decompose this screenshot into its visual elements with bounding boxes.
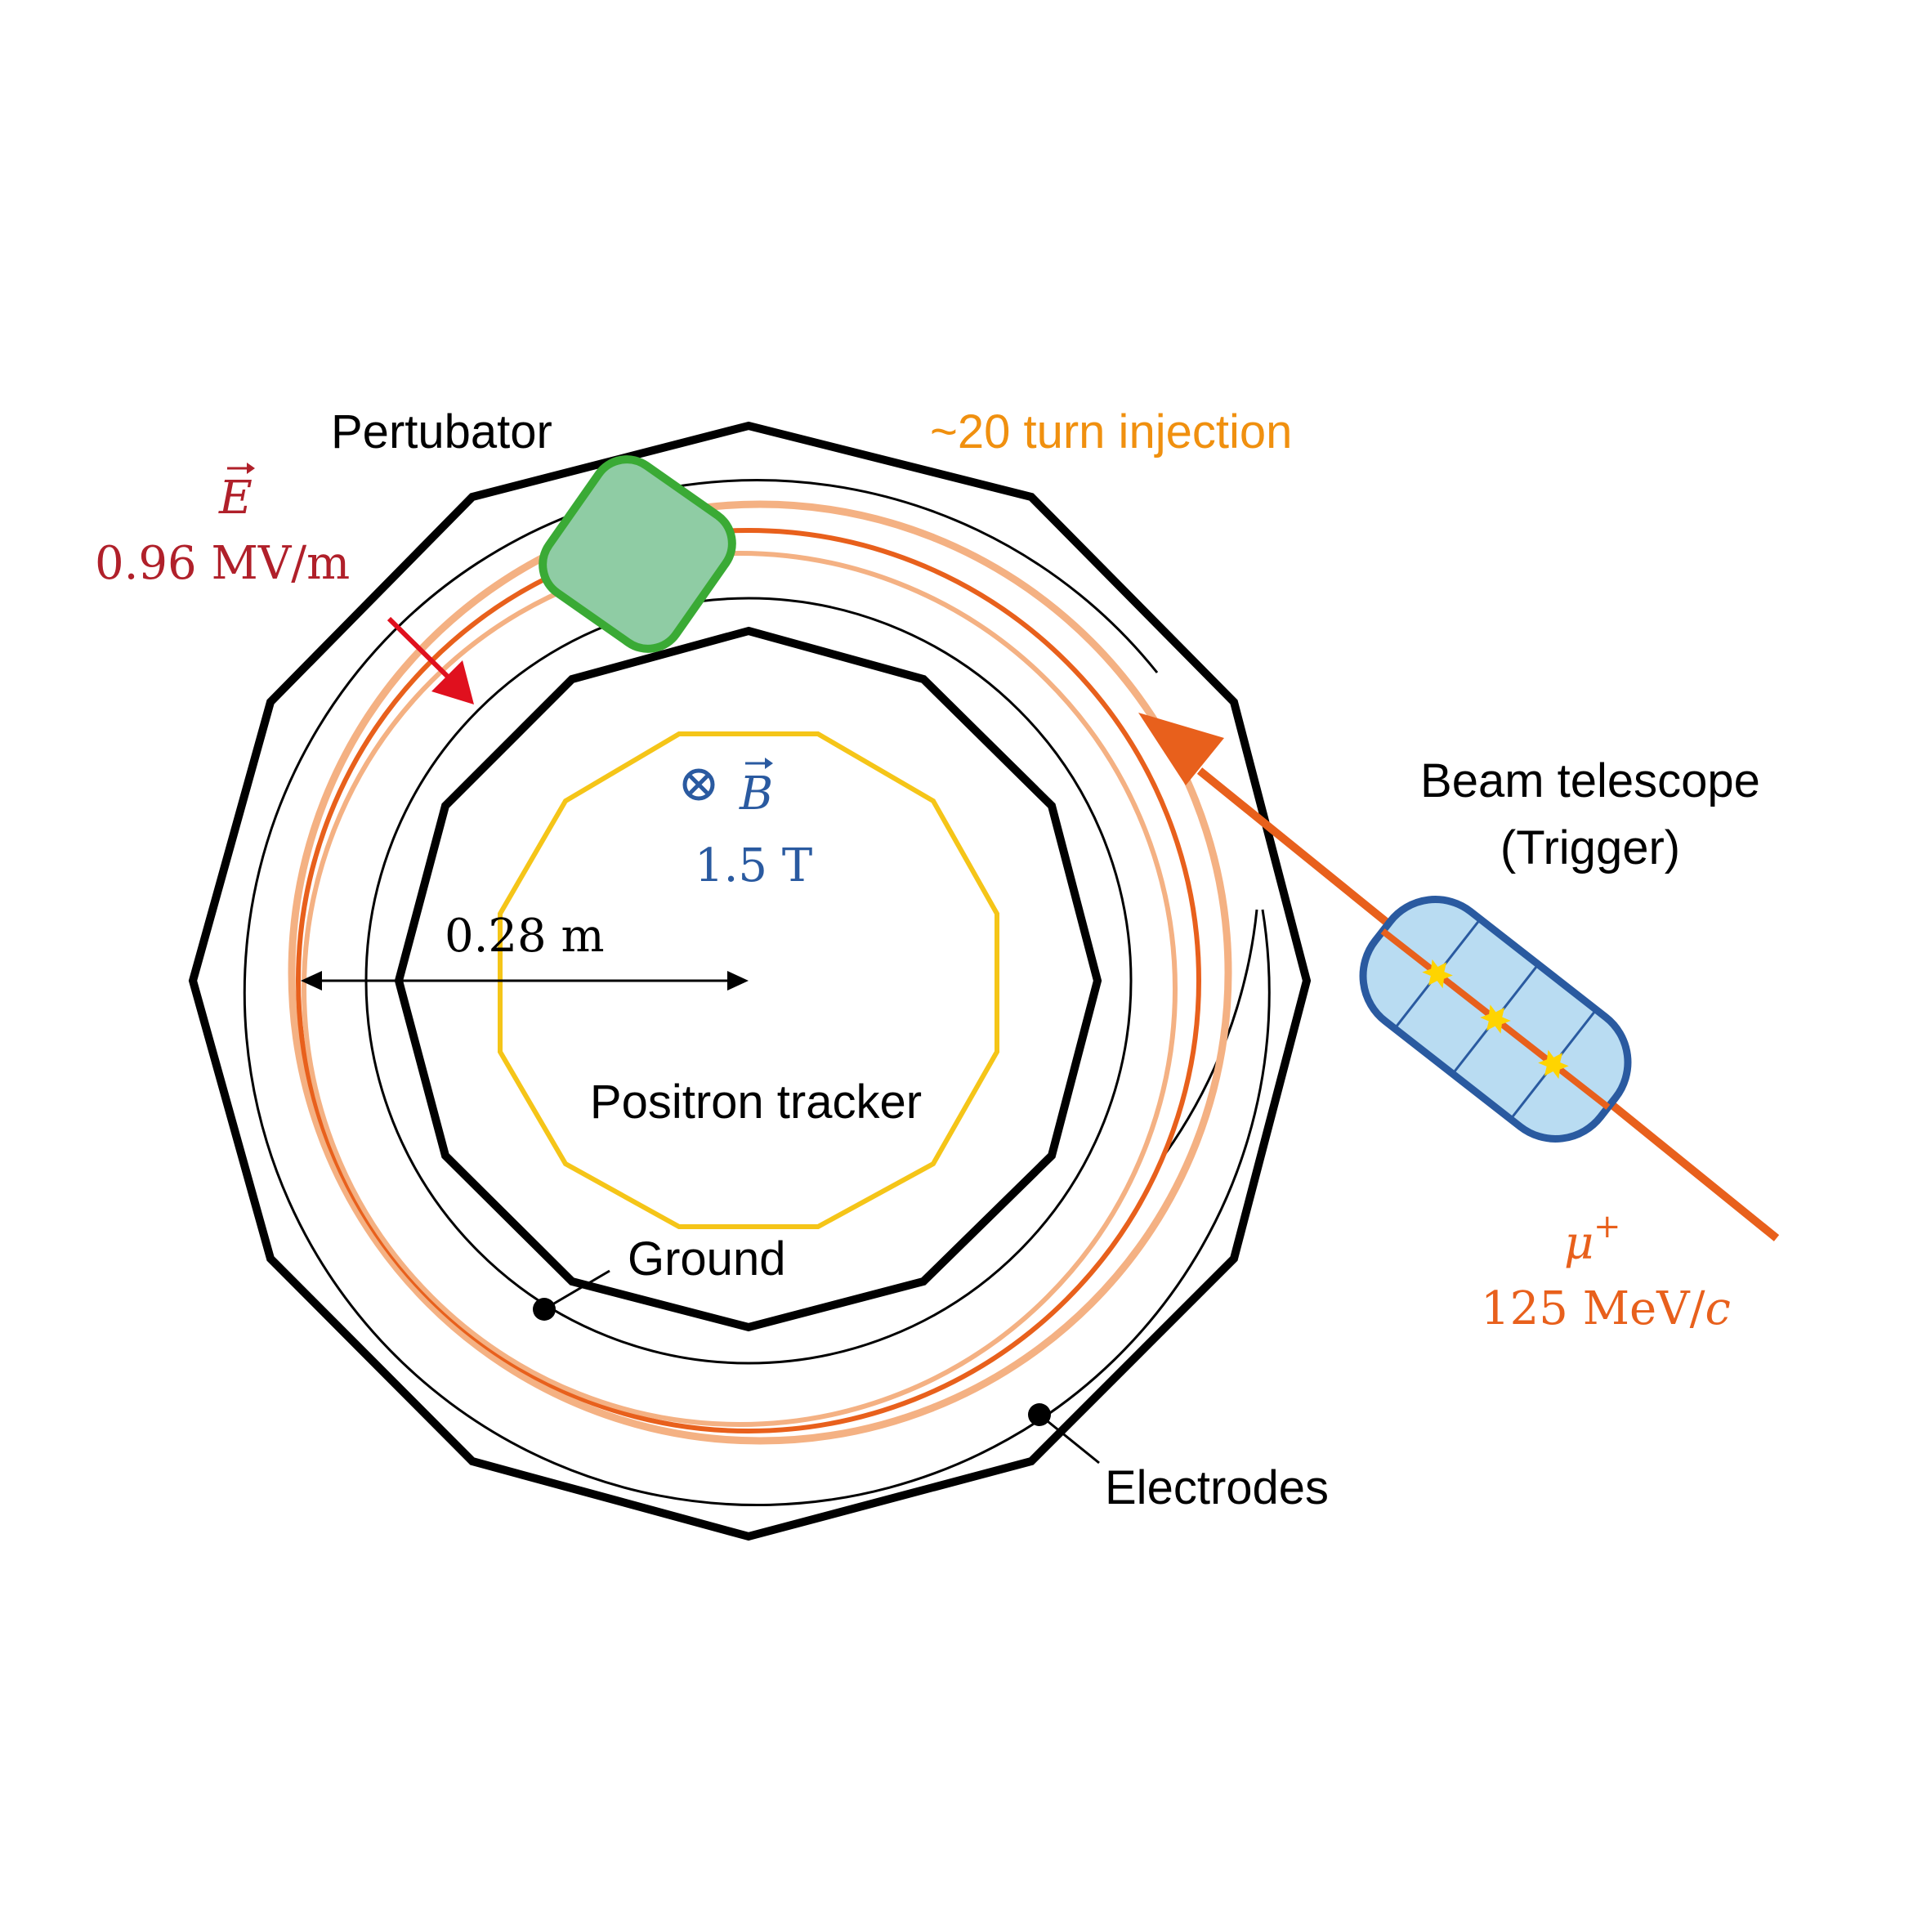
e-field-symbol: E [218,472,253,525]
orbit-ring-light-inner [302,551,1178,1427]
e-field-arrow-shaft [387,616,452,681]
e-field-value: 0.96 MV/m [95,537,350,590]
outer-decagon [188,421,1312,1541]
muon-charge: + [1594,1208,1621,1246]
muon-momentum-value: 125 MeV/c [1481,1282,1731,1335]
muon-momentum-number: 125 MeV/ [1481,1282,1705,1335]
beam-telescope [1359,896,1632,1143]
radius-label: 0.28 m [445,910,605,963]
b-vector-arrow-icon [745,758,773,769]
inner-decagon [394,626,1102,1332]
e-field-arrow-head [431,660,474,704]
b-field-into-page-icon [682,768,715,801]
b-field-symbol: B [739,767,773,821]
ground-label: Ground [628,1232,785,1286]
orbit-ring-light [288,500,1232,1445]
e-vector-arrow-icon [227,463,255,474]
orbit-ring [296,528,1201,1433]
outer-electrode-arc [243,479,1271,1507]
positron-tracker-outline [498,731,999,1229]
radius-arrow-head-left [301,971,322,991]
pertubator-block [539,455,736,653]
radius-arrow-head-right [727,971,749,991]
injection-arrow-head [1138,713,1224,785]
hit-marker [1480,1004,1511,1034]
beam-telescope-label: Beam telescope [1420,754,1760,807]
ground-leader [543,1269,610,1311]
pertubator-label: Pertubator [331,405,552,458]
injection-label: ~20 turn injection [930,405,1292,458]
muon-symbol: μ [1564,1217,1594,1270]
electrodes-label: Electrodes [1105,1461,1329,1514]
positron-tracker-label: Positron tracker [590,1076,922,1129]
hit-marker [1422,959,1453,989]
muon-momentum-unit: c [1705,1282,1730,1335]
electrodes-leader [1039,1413,1100,1465]
b-field-value: 1.5 T [695,839,812,892]
hit-marker [1538,1049,1569,1080]
trigger-label: (Trigger) [1500,821,1680,874]
